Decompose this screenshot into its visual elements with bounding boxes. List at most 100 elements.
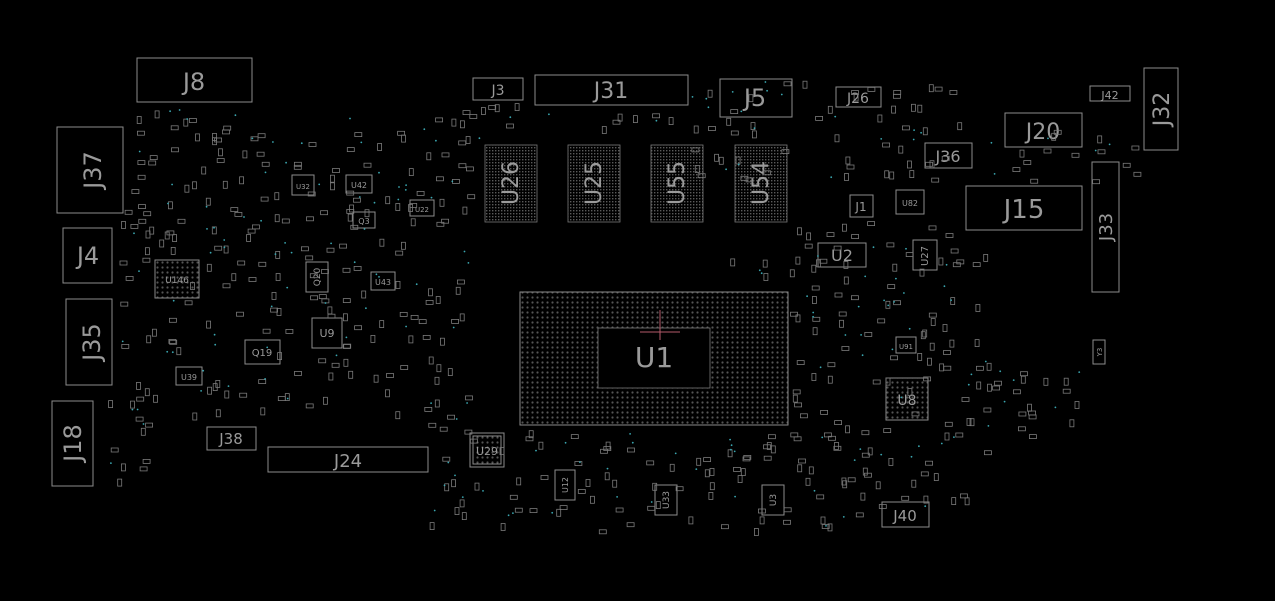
passive-component	[877, 114, 883, 123]
passive-component	[145, 422, 154, 428]
via	[430, 402, 432, 404]
via	[859, 448, 862, 450]
passive-component	[327, 313, 336, 319]
via	[733, 450, 736, 453]
passive-component	[329, 174, 335, 183]
passive-component	[416, 190, 425, 196]
via	[404, 189, 407, 191]
passive-component	[893, 93, 901, 99]
passive-component	[500, 523, 506, 531]
via	[512, 512, 514, 514]
passive-component	[172, 234, 178, 243]
connector-j42-label: J42	[1100, 89, 1118, 102]
passive-component	[843, 260, 849, 269]
passive-component	[247, 228, 256, 234]
passive-component	[843, 276, 849, 285]
passive-component	[923, 376, 931, 382]
via	[286, 397, 289, 400]
passive-component	[927, 357, 932, 366]
via	[133, 232, 135, 235]
via	[813, 489, 816, 492]
passive-component	[768, 434, 776, 440]
passive-component	[330, 182, 335, 191]
via	[853, 459, 856, 461]
passive-component	[693, 125, 699, 134]
via	[766, 89, 768, 92]
passive-component	[274, 214, 280, 223]
via	[842, 516, 845, 518]
passive-component	[400, 365, 409, 370]
passive-component	[626, 522, 635, 528]
via	[655, 119, 658, 122]
passive-component	[798, 458, 806, 464]
passive-component	[821, 524, 830, 529]
passive-component	[121, 343, 130, 349]
chip-u25-label: U25	[582, 161, 607, 205]
passive-component	[184, 300, 193, 306]
passive-component	[1030, 178, 1039, 184]
passive-component	[408, 335, 414, 344]
via	[924, 505, 927, 508]
via	[1003, 400, 1006, 403]
via	[734, 495, 736, 498]
chip-u82-label: U82	[902, 199, 918, 208]
passive-component	[743, 454, 752, 460]
passive-component	[793, 436, 802, 442]
passive-component	[956, 259, 965, 265]
passive-component	[750, 122, 756, 130]
passive-component	[401, 134, 406, 143]
passive-component	[222, 180, 228, 189]
via	[900, 396, 903, 399]
passive-component	[441, 152, 450, 158]
passive-component	[456, 279, 465, 285]
passive-component	[1051, 132, 1057, 141]
passive-component	[612, 119, 621, 125]
via	[1094, 149, 1097, 152]
via	[920, 131, 922, 134]
passive-component	[867, 87, 876, 92]
via	[478, 137, 481, 140]
via	[913, 129, 915, 132]
passive-component	[891, 105, 896, 114]
passive-component	[828, 435, 836, 441]
via	[455, 418, 458, 420]
passive-component	[745, 177, 754, 183]
passive-component	[708, 126, 716, 131]
passive-component	[149, 155, 158, 161]
passive-component	[759, 516, 765, 525]
chip-q3-label: Q3	[358, 217, 369, 226]
passive-component	[444, 483, 450, 492]
passive-component	[310, 295, 319, 301]
passive-component	[652, 113, 660, 119]
chip-u26: U26	[484, 144, 538, 223]
passive-component	[867, 221, 875, 227]
via	[131, 408, 134, 411]
via	[650, 501, 653, 503]
passive-component	[740, 175, 749, 181]
passive-component	[886, 242, 895, 248]
passive-component	[842, 480, 848, 489]
passive-component	[730, 258, 736, 267]
chip-u8-label: U8	[897, 393, 916, 409]
via	[397, 198, 400, 201]
connector-j36: J36	[924, 142, 973, 169]
passive-component	[137, 160, 146, 166]
passive-component	[377, 143, 383, 151]
passive-component	[260, 407, 266, 416]
passive-component	[168, 338, 177, 344]
passive-component	[994, 380, 1002, 386]
passive-component	[805, 477, 811, 486]
connector-j38-label: J38	[218, 430, 243, 448]
passive-component	[827, 105, 833, 114]
passive-component	[633, 115, 638, 123]
via	[200, 390, 203, 392]
passive-component	[153, 394, 158, 403]
via	[482, 490, 484, 492]
chip-y3-label: Y3	[1096, 348, 1104, 358]
passive-component	[577, 488, 586, 494]
connector-j32: J32	[1143, 67, 1179, 151]
via	[993, 173, 996, 175]
passive-component	[467, 194, 476, 200]
passive-component	[887, 284, 896, 290]
